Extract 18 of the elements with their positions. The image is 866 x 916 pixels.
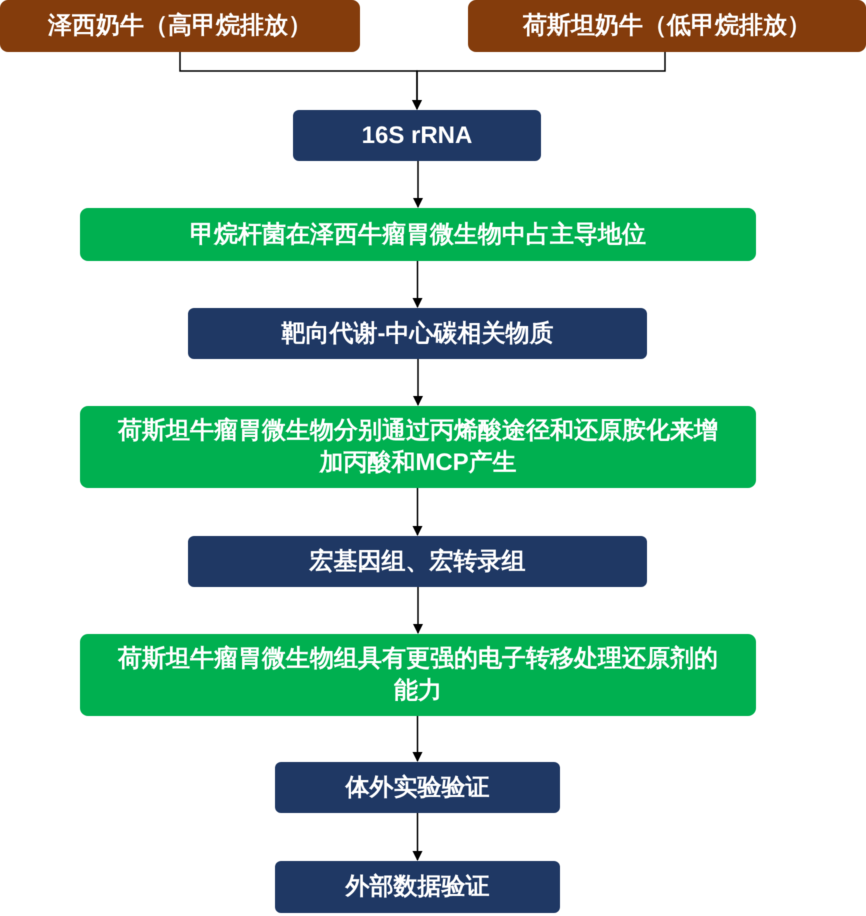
finding-box: 甲烷杆菌在泽西牛瘤胃微生物中占主导地位 [80,208,756,261]
method-box: 体外实验验证 [275,762,560,813]
arrow [412,488,422,536]
method-box: 16S rRNA [293,110,541,161]
arrow [412,52,666,110]
method-box: 宏基因组、宏转录组 [188,536,647,587]
arrow [412,261,422,308]
arrow [413,359,423,406]
group-box: 荷斯坦奶牛（低甲烷排放） [468,0,866,52]
method-box: 靶向代谢-中心碳相关物质 [188,308,647,359]
arrow [413,161,423,208]
method-box: 外部数据验证 [275,861,560,913]
finding-box: 荷斯坦牛瘤胃微生物组具有更强的电子转移处理还原剂的能力 [80,634,756,716]
arrow [412,716,422,762]
group-box: 泽西奶牛（高甲烷排放） [0,0,360,52]
arrow [413,587,423,634]
finding-box: 荷斯坦牛瘤胃微生物分别通过丙烯酸途径和还原胺化来增加丙酸和MCP产生 [80,406,756,488]
arrow [412,813,422,861]
